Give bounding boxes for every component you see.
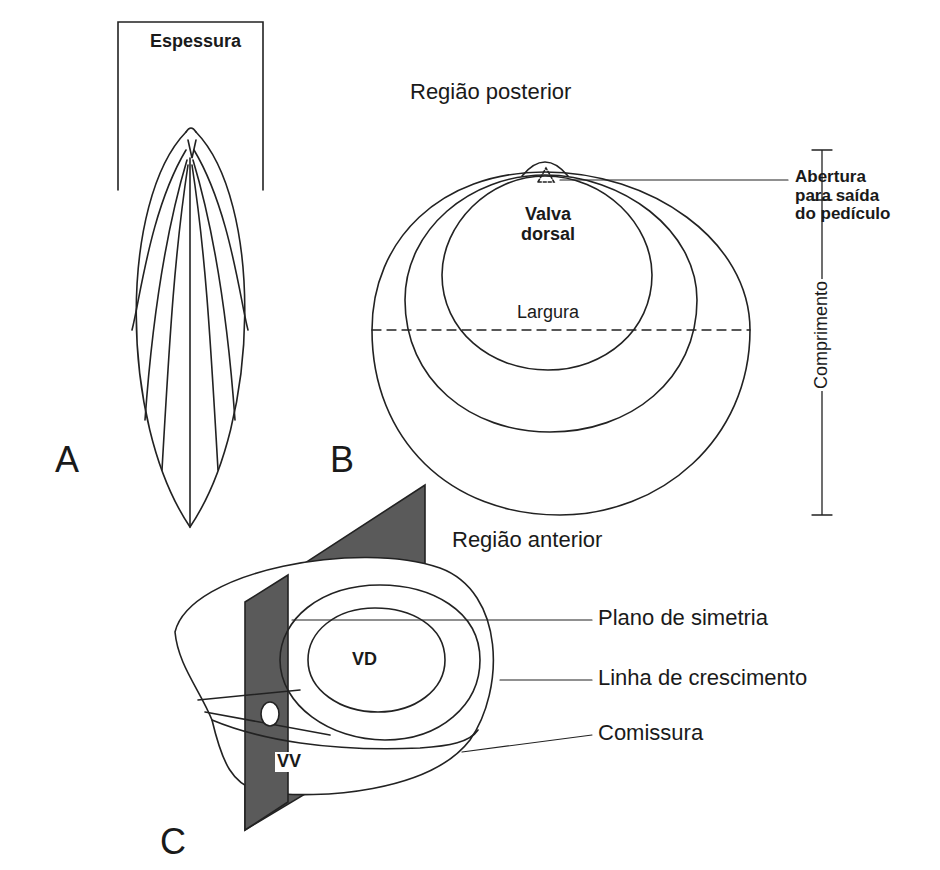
pedicle-opening — [538, 168, 554, 182]
part-label: Comissura — [598, 721, 703, 745]
valve-abbreviation: VD — [350, 650, 379, 670]
region-label: Região posterior — [410, 80, 571, 104]
growth-line — [145, 160, 187, 420]
leader-line — [292, 619, 592, 620]
shell-outline — [175, 557, 493, 794]
commissure-line — [189, 158, 191, 527]
pedicle-opening — [261, 702, 279, 726]
dimension-label: Comprimento — [812, 279, 832, 391]
growth-line — [280, 585, 480, 740]
panel-b — [372, 150, 832, 515]
growth-line — [308, 608, 445, 712]
region-label: Região anterior — [452, 528, 602, 552]
part-label: Plano de simetria — [598, 606, 768, 630]
beak — [186, 128, 196, 158]
shell-side-outline — [136, 132, 245, 527]
panel-a — [118, 22, 263, 527]
growth-line — [442, 176, 652, 370]
beak-edge — [198, 690, 330, 735]
symmetry-plane — [245, 575, 288, 830]
leader-line — [560, 179, 788, 180]
leader-line — [500, 679, 592, 680]
part-label: Linha de crescimento — [598, 666, 807, 690]
valve-abbreviation: VV — [275, 752, 303, 772]
dimension-label: Espessura — [150, 32, 241, 52]
panel-letter: B — [330, 440, 354, 480]
leader-line — [462, 735, 592, 752]
panel-letter: A — [55, 440, 79, 480]
growth-line — [162, 165, 188, 470]
dorsal-valve-outline — [372, 172, 750, 515]
part-label: Valva dorsal — [510, 205, 586, 245]
growth-line — [405, 175, 697, 432]
dimension-label: Largura — [515, 303, 581, 323]
width-line — [372, 329, 750, 330]
part-label: Abertura para saída do pedículo — [795, 168, 900, 224]
panel-letter: C — [160, 822, 186, 862]
growth-line — [192, 165, 218, 470]
growth-line — [193, 160, 235, 420]
